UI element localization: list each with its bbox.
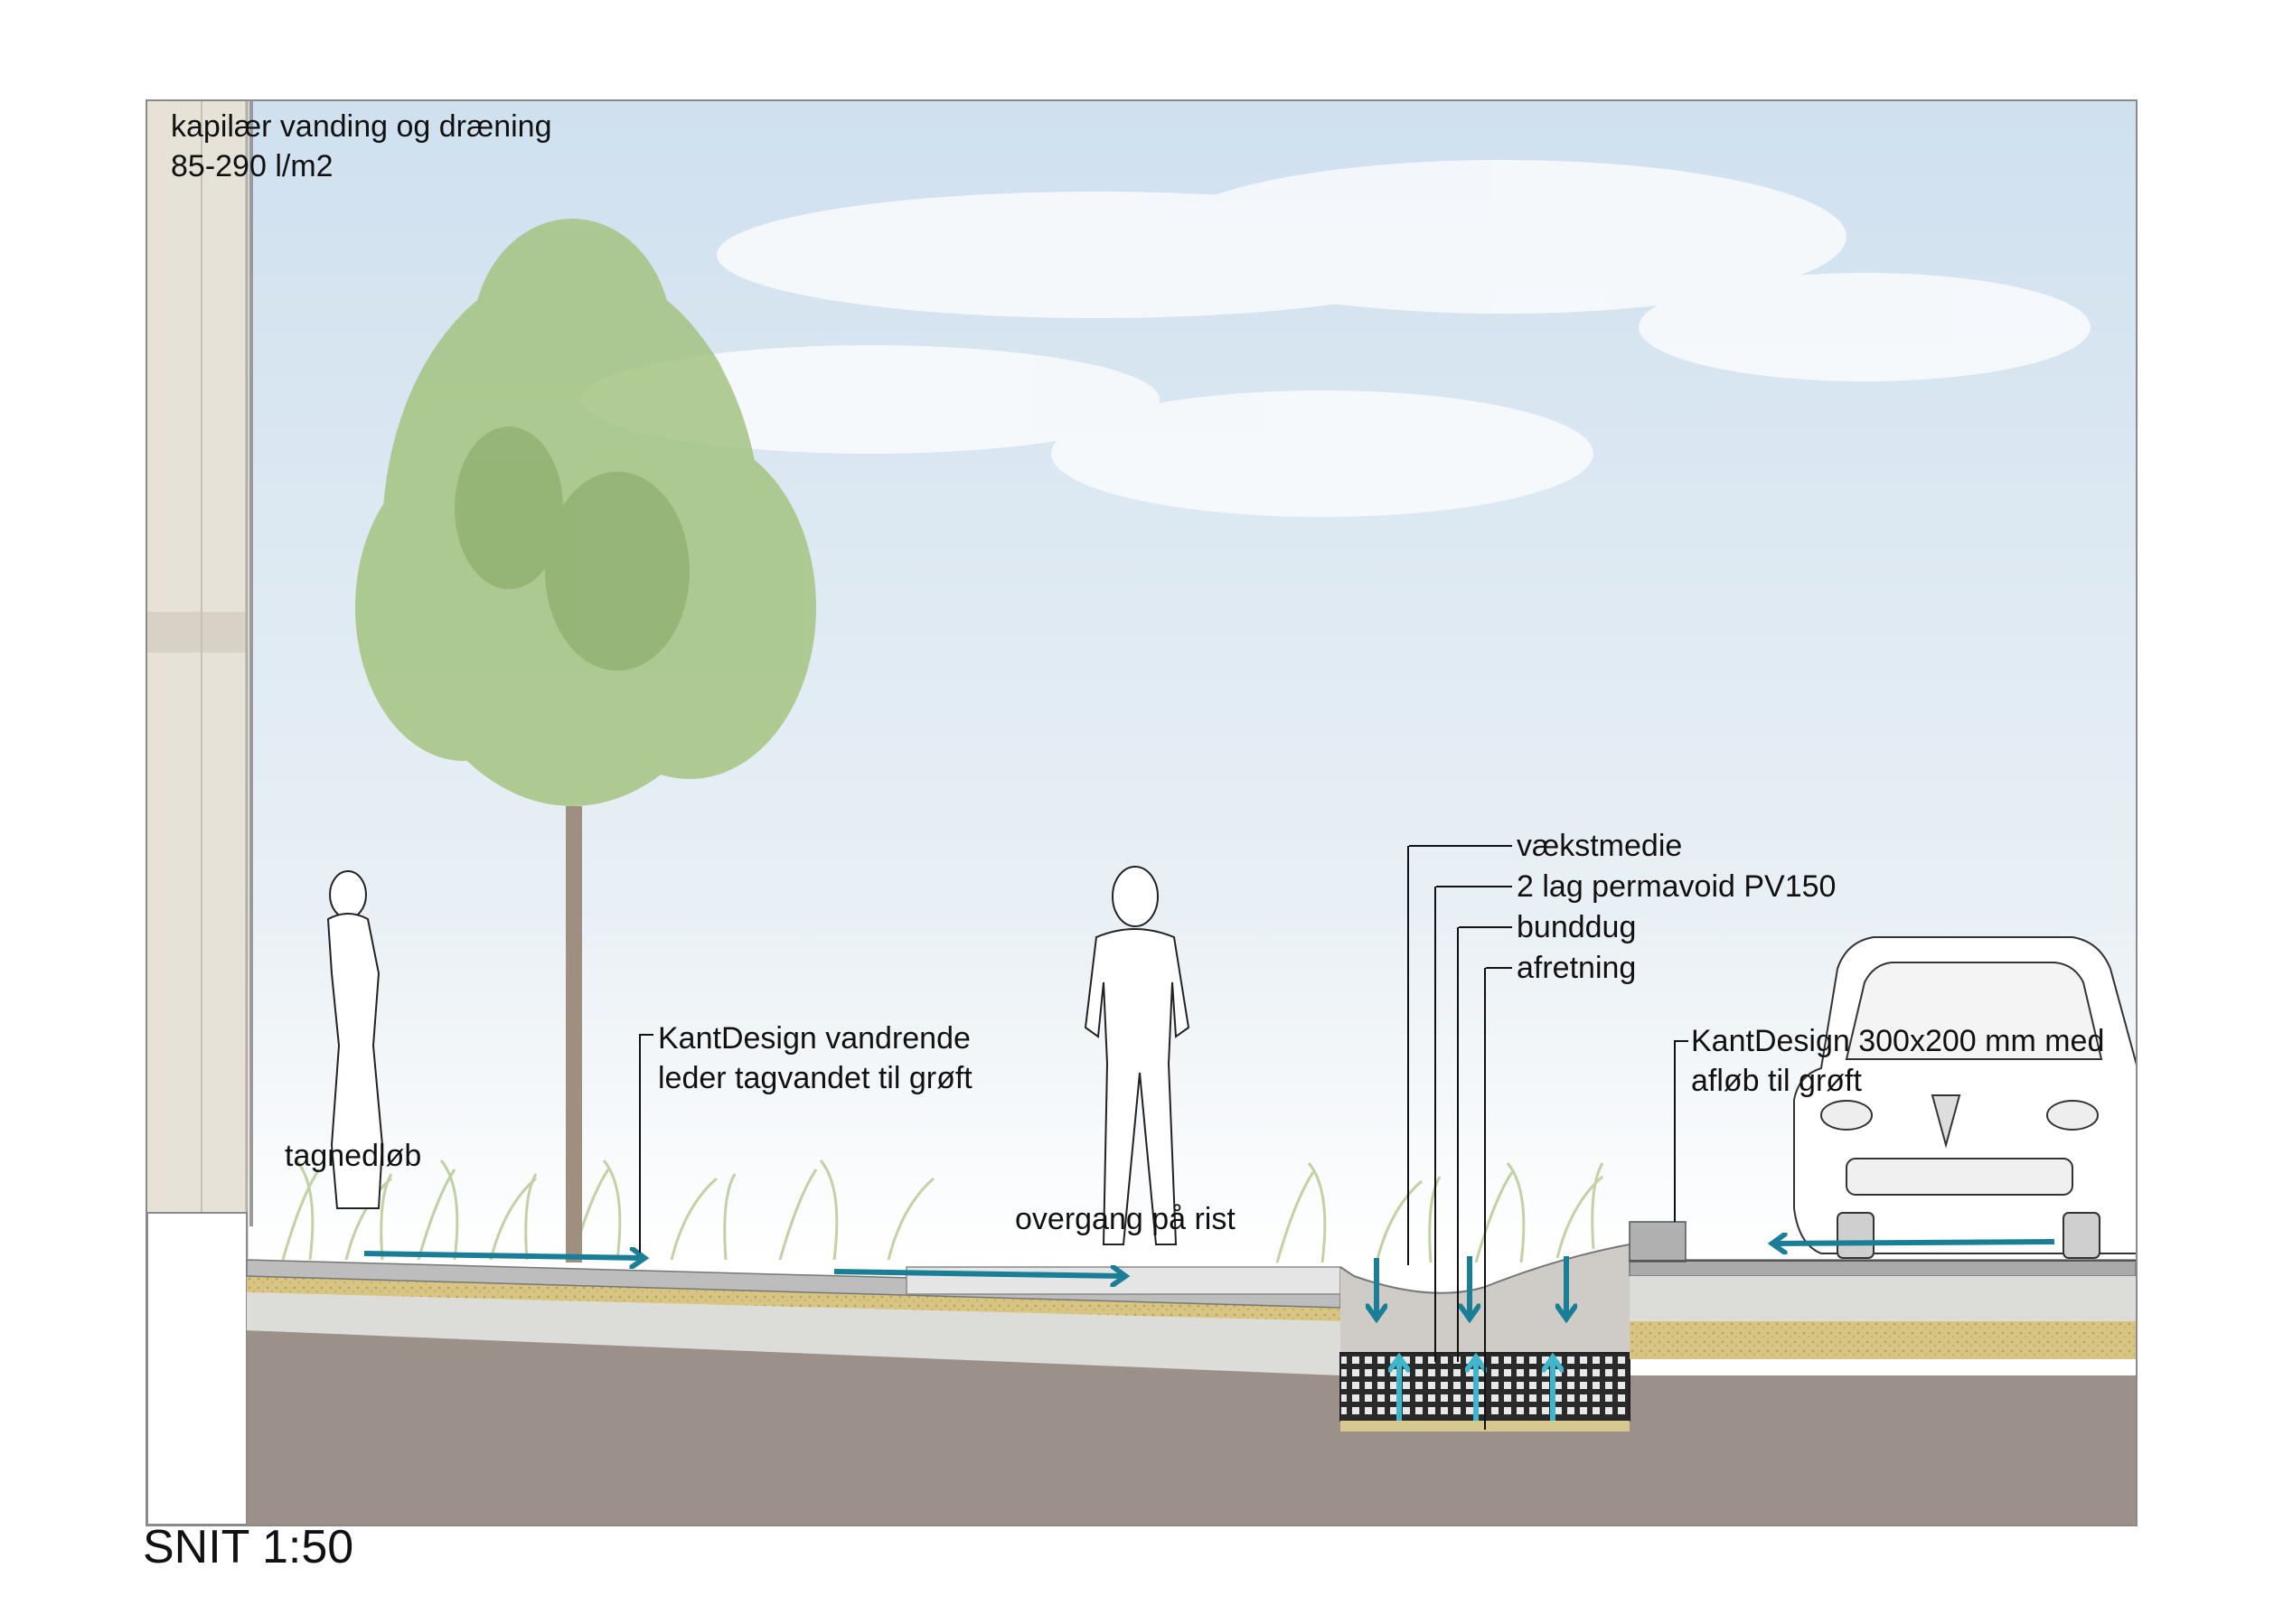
label-kantdesign-300-line-2: afløb til grøft bbox=[1691, 1064, 1862, 1099]
kerb bbox=[1629, 1221, 1687, 1263]
clouds bbox=[581, 160, 2091, 517]
drainage-note: kapilær vanding og dræning 85-290 l/m2 bbox=[171, 107, 551, 186]
building-facade bbox=[147, 101, 253, 1525]
upward-arrows bbox=[1399, 1359, 1553, 1421]
label-kantdesign-300-line-1: KantDesign 300x200 mm med bbox=[1691, 1024, 2105, 1058]
label-kantdesign-300: KantDesign 300x200 mm med afløb til grøf… bbox=[1691, 1021, 2104, 1101]
person-silhouette-icon bbox=[1084, 866, 1190, 1245]
note-line-2: 85-290 l/m2 bbox=[171, 149, 334, 184]
label-geotextile: bunddug bbox=[1517, 910, 1637, 944]
grass bbox=[281, 1159, 1604, 1263]
car-icon bbox=[1793, 936, 2136, 1259]
label-levelling: afretning bbox=[1517, 951, 1637, 985]
label-kantdesign-walking-line-2: leder tagvandet til grøft bbox=[658, 1061, 973, 1096]
ground-layers bbox=[246, 1221, 2136, 1525]
note-line-1: kapilær vanding og dræning bbox=[171, 109, 552, 144]
tree-icon bbox=[355, 219, 816, 1263]
section-caption: SNIT 1:50 bbox=[143, 1521, 354, 1573]
leader-lines bbox=[639, 845, 1688, 1430]
label-kantdesign-walking-line-1: KantDesign vandrende bbox=[658, 1021, 971, 1056]
label-grating-crossing: overgang på rist bbox=[1015, 1202, 1236, 1236]
label-downpipe: tagnedløb bbox=[285, 1139, 422, 1173]
label-permavoid: 2 lag permavoid PV150 bbox=[1517, 869, 1837, 904]
flow-arrows bbox=[363, 1242, 2055, 1317]
label-kantdesign-walking: KantDesign vandrende leder tagvandet til… bbox=[658, 1019, 973, 1098]
section-drawing: kapilær vanding og dræning 85-290 l/m2 t… bbox=[146, 99, 2138, 1526]
person-silhouette-icon bbox=[326, 870, 384, 1209]
section-scene bbox=[147, 101, 2136, 1525]
label-growth-medium: vækstmedie bbox=[1517, 829, 1683, 863]
